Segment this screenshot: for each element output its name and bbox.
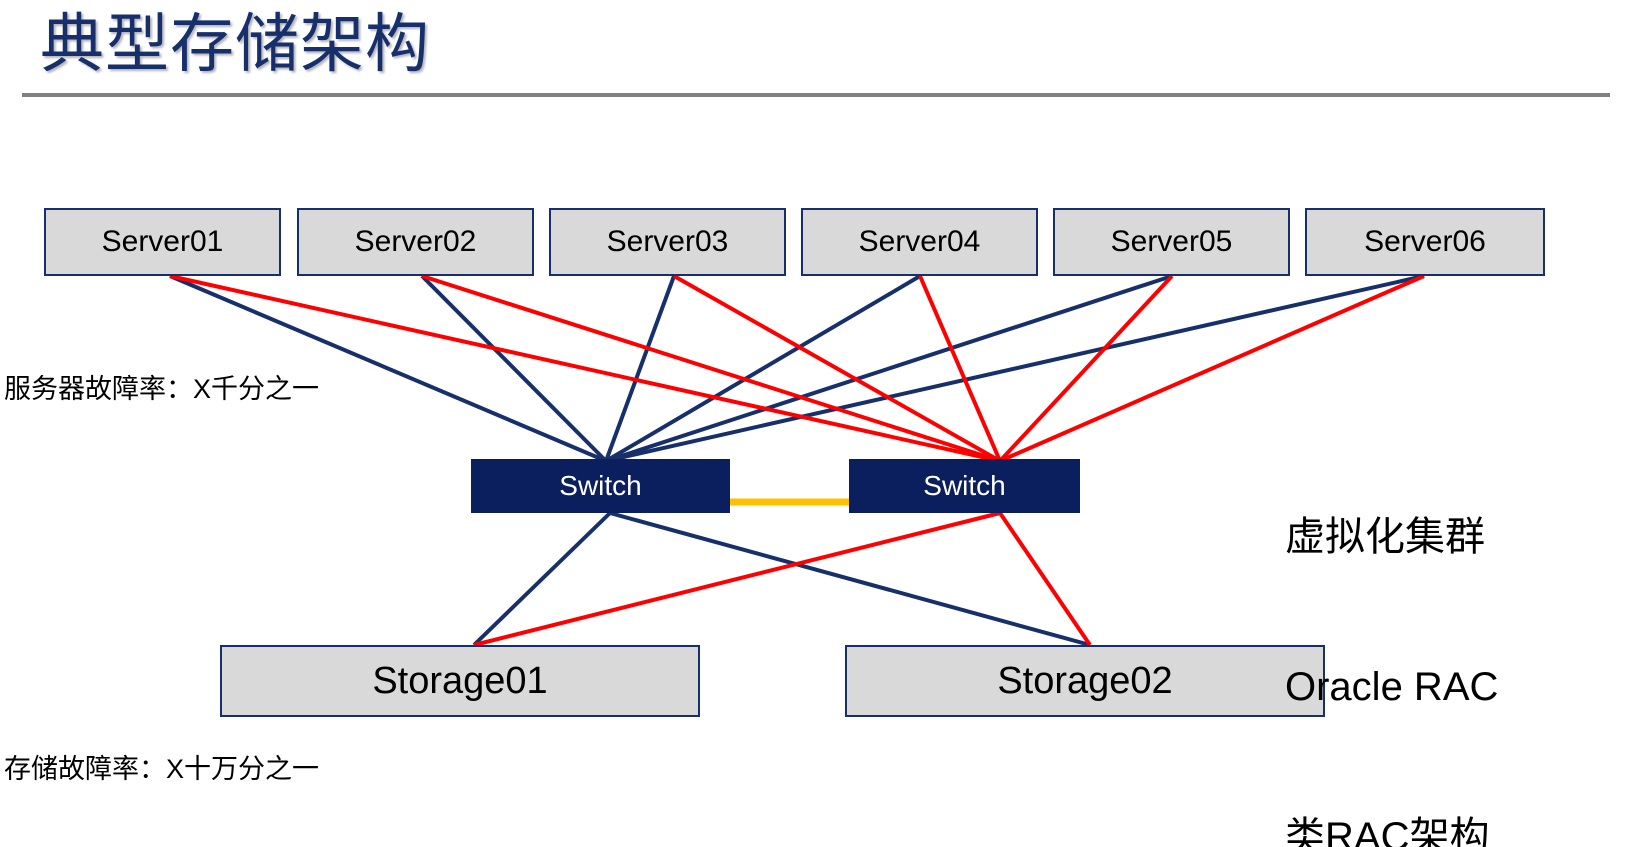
link-server3-to-switch-right xyxy=(673,274,1001,463)
link-server3-to-switch-left xyxy=(604,275,676,462)
link-switch-right-to-storage2 xyxy=(998,511,1092,647)
cluster-annotation-line-1: 虚拟化集群 xyxy=(1285,515,1485,559)
switch-node-right[interactable]: Switch xyxy=(849,459,1080,513)
storage-node-label: Storage01 xyxy=(372,659,548,702)
server-node-label: Server01 xyxy=(101,225,224,258)
link-switch-left-to-storage1 xyxy=(472,511,612,647)
link-switch-right-to-storage1 xyxy=(473,511,1001,647)
cluster-annotation-line-3: 类RAC架构 xyxy=(1285,815,1490,847)
server-node-label: Server05 xyxy=(1110,225,1233,258)
link-server5-to-switch-right xyxy=(998,274,1174,463)
storage-node-2[interactable]: Storage02 xyxy=(845,645,1325,717)
link-switch-left-to-storage2 xyxy=(609,511,1091,647)
storage-failure-rate-annotation: 存储故障率：X十万分之一 xyxy=(4,754,320,784)
cluster-type-annotation: 虚拟化集群 Oracle RAC 类RAC架构 xyxy=(1285,412,1498,847)
link-server1-to-switch-right xyxy=(169,274,1001,463)
server-node-label: Server06 xyxy=(1364,225,1486,258)
switch-node-label: Switch xyxy=(923,470,1006,501)
server-node-5[interactable]: Server05 xyxy=(1053,208,1290,276)
switch-node-label: Switch xyxy=(559,470,642,501)
page-title: 典型存储架构 xyxy=(40,8,430,80)
link-server5-to-switch-left xyxy=(605,274,1173,463)
link-server1-to-switch-left xyxy=(169,274,607,463)
title-divider xyxy=(22,93,1610,97)
server-node-4[interactable]: Server04 xyxy=(801,208,1038,276)
link-server2-to-switch-left xyxy=(420,274,608,463)
server-node-1[interactable]: Server01 xyxy=(44,208,281,276)
server-failure-rate-annotation: 服务器故障率：X千分之一 xyxy=(4,374,320,404)
link-server6-to-switch-left xyxy=(605,274,1425,463)
link-server4-to-switch-right xyxy=(918,275,1002,462)
switch-node-left[interactable]: Switch xyxy=(471,459,730,513)
storage-node-label: Storage02 xyxy=(997,659,1173,702)
server-node-label: Server03 xyxy=(606,225,729,258)
cluster-annotation-line-2: Oracle RAC xyxy=(1285,665,1499,709)
server-node-6[interactable]: Server06 xyxy=(1305,208,1545,276)
link-server2-to-switch-right xyxy=(421,274,1001,463)
link-server4-to-switch-left xyxy=(604,274,922,463)
server-node-label: Server04 xyxy=(858,225,981,258)
storage-node-1[interactable]: Storage01 xyxy=(220,645,700,717)
server-node-3[interactable]: Server03 xyxy=(549,208,786,276)
server-node-label: Server02 xyxy=(354,225,477,258)
server-node-2[interactable]: Server02 xyxy=(297,208,534,276)
link-server6-to-switch-right xyxy=(999,274,1425,463)
